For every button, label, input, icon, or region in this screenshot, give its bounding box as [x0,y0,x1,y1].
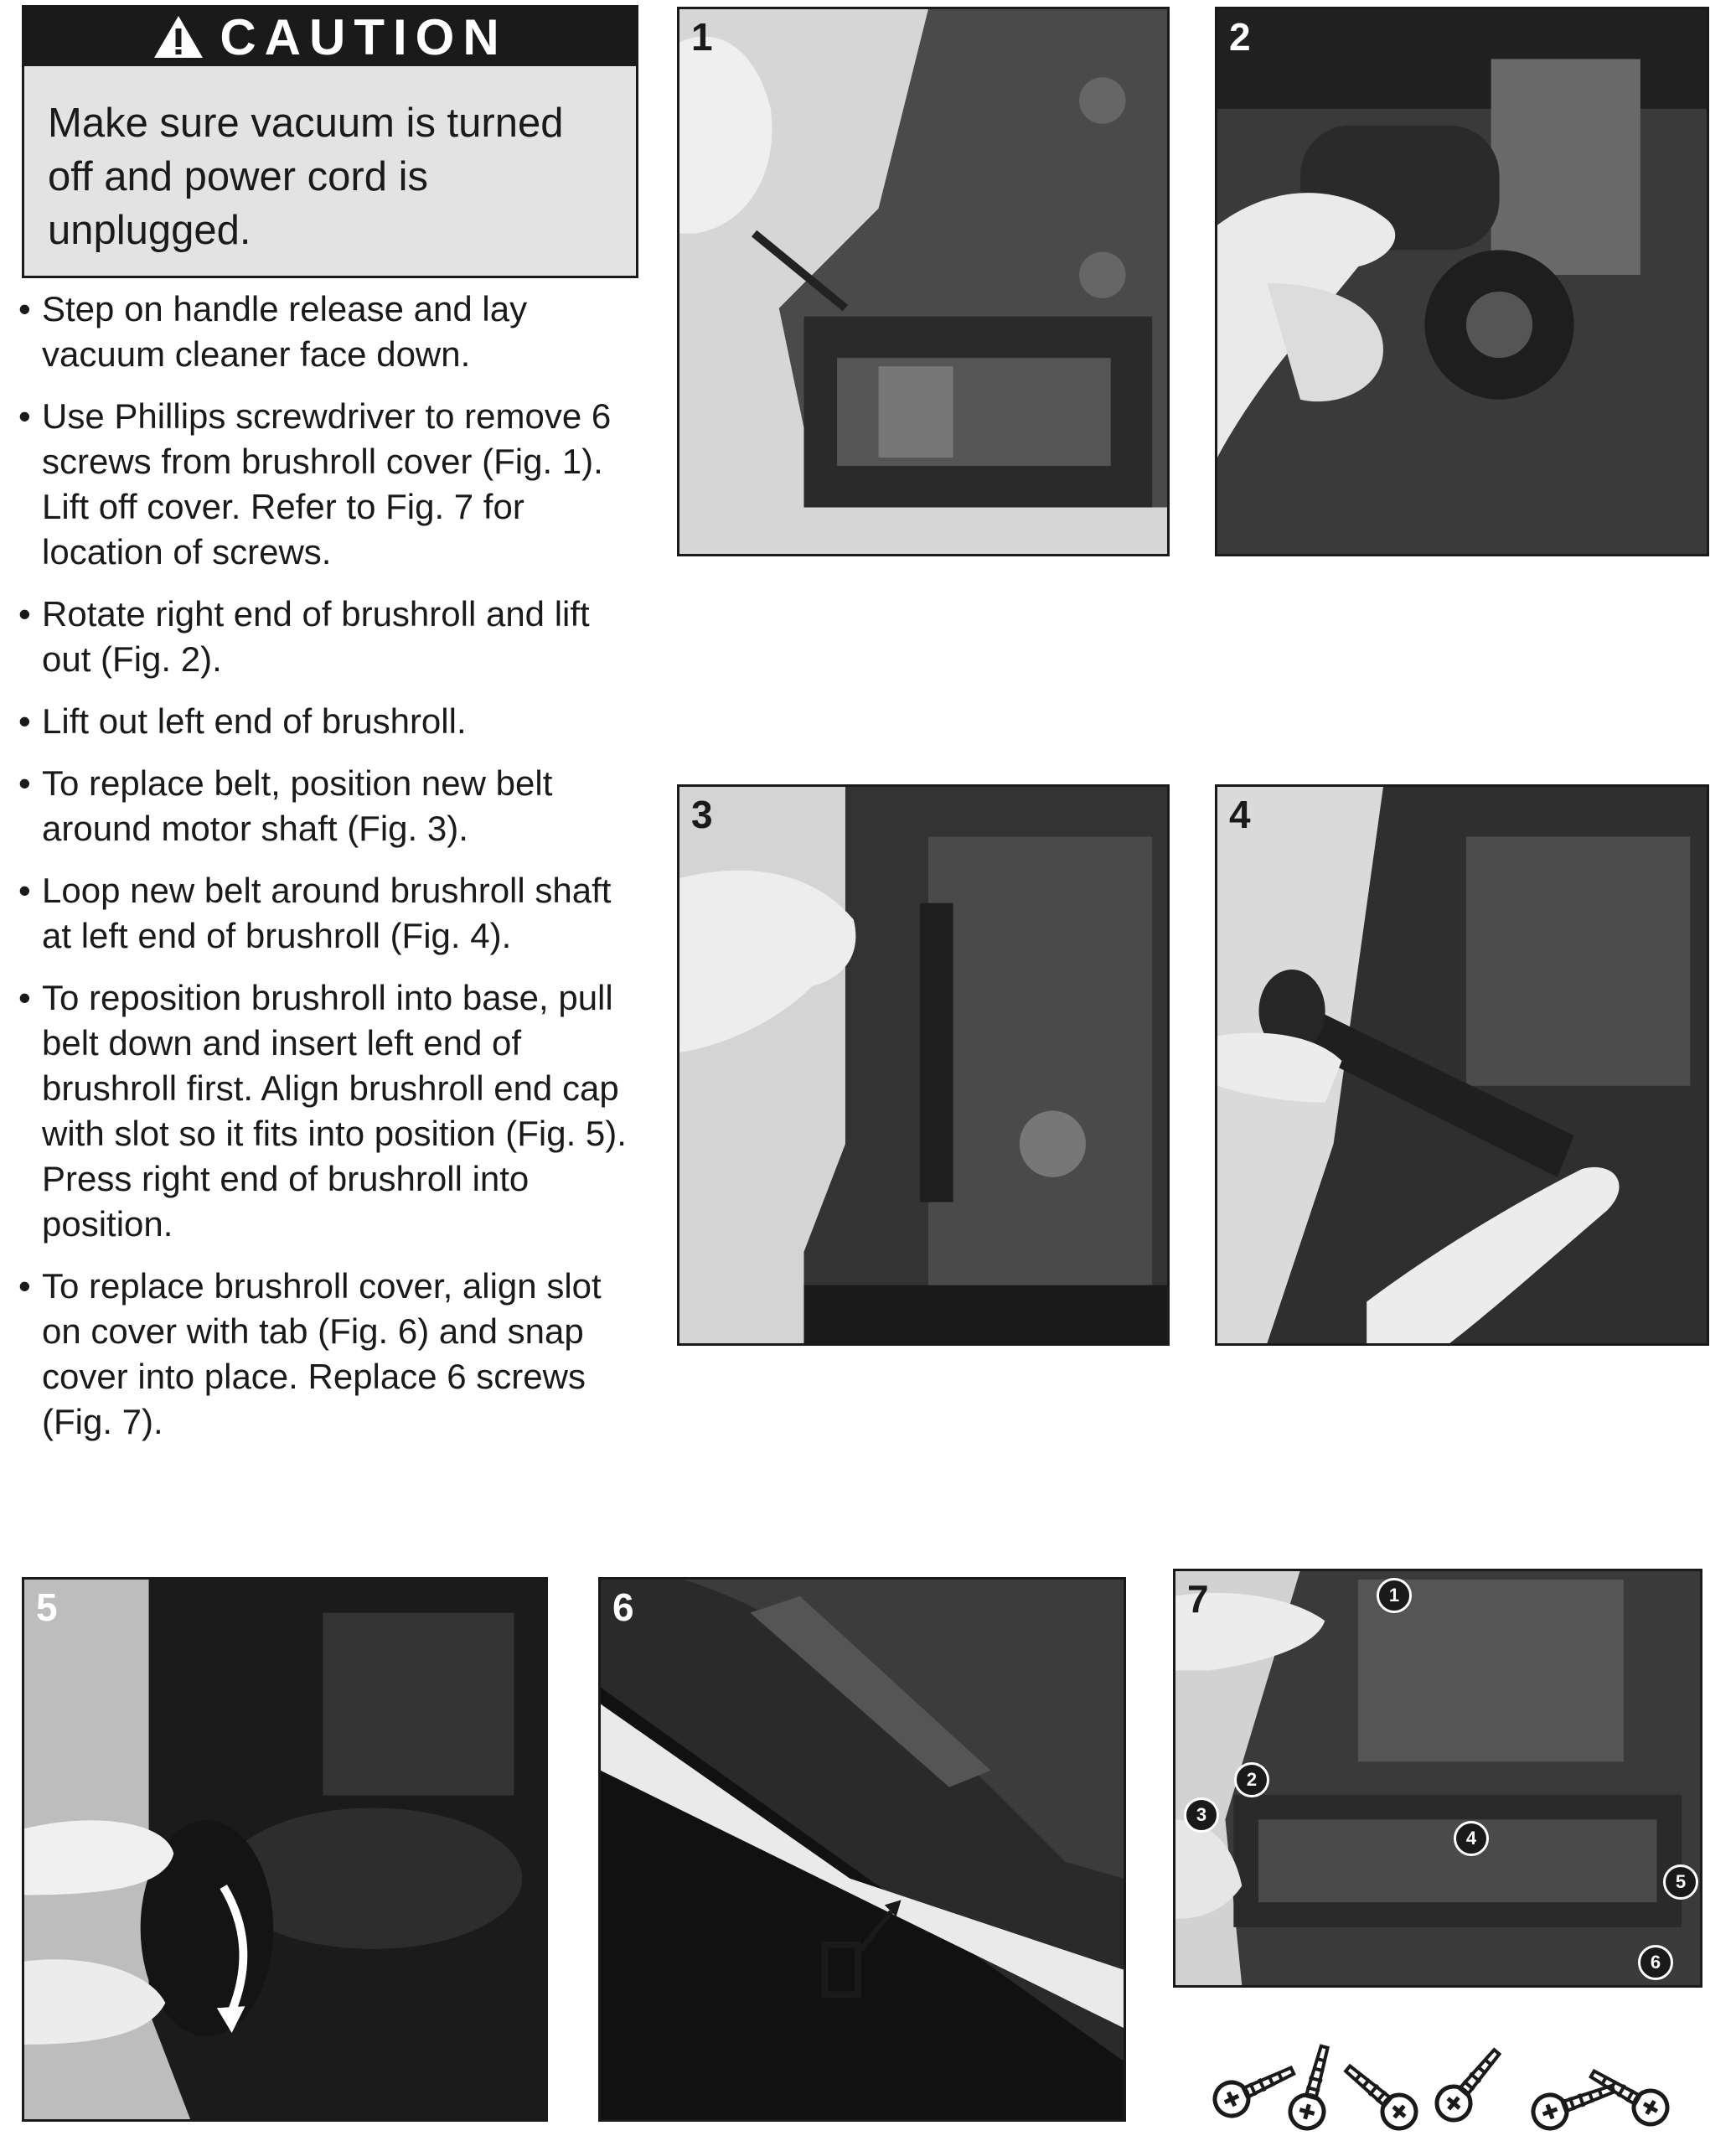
caution-title: CAUTION [220,8,508,65]
figure-4: 4 [1215,784,1709,1346]
step-item: Use Phillips screwdriver to remove 6 scr… [18,394,638,575]
warning-triangle-icon [154,16,204,58]
figure-7: 7 1 2 3 4 5 6 [1173,1569,1702,1988]
caution-message: Make sure vacuum is turned off and power… [48,101,564,253]
figure-1-photo [679,9,1167,554]
figure-6-photo [601,1580,1124,2119]
figure-3: 3 [677,784,1170,1346]
screw-icon [1288,2044,1330,2131]
figure-4-photo [1217,787,1707,1343]
figure-number: 7 [1187,1577,1209,1621]
step-item: To replace brushroll cover, align slot o… [18,1264,638,1445]
figure-3-photo [679,787,1167,1343]
screw-callout-5: 5 [1663,1864,1698,1900]
screw-callout-2: 2 [1234,1762,1269,1797]
screw-callout-4: 4 [1454,1821,1489,1856]
step-item: Step on handle release and lay vacuum cl… [18,287,638,377]
screw-callout-6: 6 [1638,1945,1673,1980]
figure-number: 2 [1229,15,1251,59]
screw-icon [1434,2047,1502,2123]
figure-number: 3 [691,793,713,836]
screw-icon [1343,2063,1418,2131]
step-item: Rotate right end of brushroll and lift o… [18,592,638,682]
caution-header: CAUTION [24,8,636,66]
step-item: Lift out left end of brushroll. [18,699,638,744]
figure-2: 2 [1215,7,1709,556]
figure-number: 1 [691,15,713,59]
figure-number: 5 [36,1585,58,1629]
figure-2-photo [1217,9,1707,554]
figure-1: 1 [677,7,1170,556]
figure-5: 5 [22,1577,548,2122]
screw-icon [1589,2068,1670,2127]
step-item: To replace belt, position new belt aroun… [18,761,638,851]
instruction-list: Step on handle release and lay vacuum cl… [18,287,638,1461]
figure-6: 6 [598,1577,1126,2122]
screw-callout-3: 3 [1184,1797,1219,1833]
caution-box: CAUTION Make sure vacuum is turned off a… [22,5,638,278]
screws-illustration [1212,2044,1670,2131]
figure-number: 6 [612,1585,634,1629]
screw-icon [1212,2065,1296,2118]
figure-number: 4 [1229,793,1251,836]
screw-callout-1: 1 [1377,1578,1412,1613]
screw-icon [1531,2083,1617,2131]
figure-5-photo [24,1580,545,2119]
step-item: Loop new belt around brushroll shaft at … [18,868,638,959]
step-item: To reposition brushroll into base, pull … [18,975,638,1247]
